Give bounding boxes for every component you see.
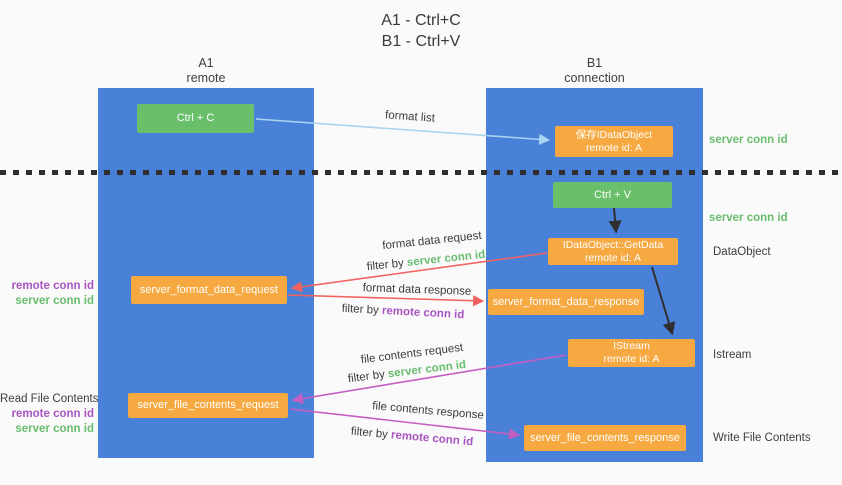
node-server-file-contents-request-label: server_file_contents_request bbox=[137, 399, 279, 411]
label-format-list: format list bbox=[384, 109, 436, 125]
node-server-format-data-request-label: server_format_data_request bbox=[139, 283, 279, 296]
label-filter-by-server-conn-id-format: filter by server conn id bbox=[366, 249, 486, 273]
title-line-2: B1 - Ctrl+V bbox=[381, 33, 461, 50]
node-ctrl-v-label: Ctrl + V bbox=[594, 188, 631, 201]
server-conn-id-text: server conn id bbox=[387, 358, 467, 381]
divider-dotted-line bbox=[0, 170, 842, 175]
filter-by-text: filter by bbox=[366, 257, 405, 274]
node-server-format-data-request: server_format_data_request bbox=[131, 276, 287, 304]
annotation-server-conn-id-file: server conn id bbox=[15, 423, 94, 435]
column-b1-header: B1 connection bbox=[486, 56, 703, 86]
node-server-format-data-response: server_format_data_response bbox=[488, 289, 644, 315]
label-format-data-request: format data request bbox=[381, 229, 483, 253]
node-ctrl-c-label: Ctrl + C bbox=[176, 112, 215, 124]
node-server-file-contents-request: server_file_contents_request bbox=[128, 393, 288, 418]
node-ctrl-v: Ctrl + V bbox=[553, 182, 672, 208]
annotation-read-file-contents: Read File Contents bbox=[0, 393, 99, 405]
node-istream-line2: remote id: A bbox=[603, 353, 660, 365]
annotation-istream: Istream bbox=[713, 349, 752, 361]
remote-conn-id-text: remote conn id bbox=[381, 304, 465, 322]
node-ctrl-c: Ctrl + C bbox=[137, 104, 254, 133]
annotation-read-file-contents-block: Read File Contents remote conn id server… bbox=[0, 392, 99, 437]
filter-by-text: filter by bbox=[341, 302, 380, 317]
annotation-server-conn-id-top: server conn id bbox=[709, 134, 788, 146]
node-istream: IStream remote id: A bbox=[568, 339, 695, 367]
column-a1-title: A1 bbox=[198, 56, 214, 70]
annotation-remote-conn-id-format: remote conn id bbox=[11, 280, 94, 292]
node-server-format-data-response-label: server_format_data_response bbox=[492, 295, 640, 308]
column-b1-title: B1 bbox=[586, 56, 603, 70]
node-save-idataobject-line1: 保存IDataObject bbox=[575, 128, 653, 141]
column-a1-header: A1 remote bbox=[98, 56, 314, 86]
column-b1-subtitle: connection bbox=[564, 71, 625, 85]
annotation-conn-ids-format: remote conn id server conn id bbox=[0, 279, 94, 309]
diagram-title: A1 - Ctrl+C B1 - Ctrl+V bbox=[0, 10, 842, 52]
annotation-server-conn-id-mid: server conn id bbox=[709, 212, 788, 224]
remote-conn-id-text: remote conn id bbox=[390, 429, 474, 449]
label-filter-by-remote-conn-id-format: filter by remote conn id bbox=[341, 303, 464, 321]
node-save-idataobject-line2: remote id: A bbox=[585, 141, 643, 154]
node-idataobject-getdata: IDataObject::GetData remote id: A bbox=[548, 238, 678, 265]
label-format-data-response: format data response bbox=[362, 282, 472, 298]
label-filter-by-remote-conn-id-file: filter by remote conn id bbox=[350, 426, 473, 449]
server-conn-id-text: server conn id bbox=[406, 248, 486, 269]
node-save-idataobject: 保存IDataObject remote id: A bbox=[555, 126, 673, 157]
title-line-1: A1 - Ctrl+C bbox=[381, 12, 461, 29]
node-istream-line1: IStream bbox=[613, 340, 650, 352]
node-getdata-line2: remote id: A bbox=[584, 251, 642, 264]
filter-by-text: filter by bbox=[350, 425, 389, 441]
column-a1-subtitle: remote bbox=[186, 71, 226, 85]
node-getdata-line1: IDataObject::GetData bbox=[562, 238, 664, 251]
node-server-file-contents-response: server_file_contents_response bbox=[524, 425, 686, 451]
annotation-server-conn-id-format: server conn id bbox=[15, 295, 94, 307]
filter-by-text: filter by bbox=[347, 368, 386, 386]
annotation-write-file-contents: Write File Contents bbox=[713, 432, 811, 444]
annotation-remote-conn-id-file: remote conn id bbox=[11, 408, 94, 420]
node-server-file-contents-response-label: server_file_contents_response bbox=[530, 431, 680, 444]
label-file-contents-response: file contents response bbox=[371, 400, 485, 422]
annotation-dataobject: DataObject bbox=[713, 246, 771, 258]
